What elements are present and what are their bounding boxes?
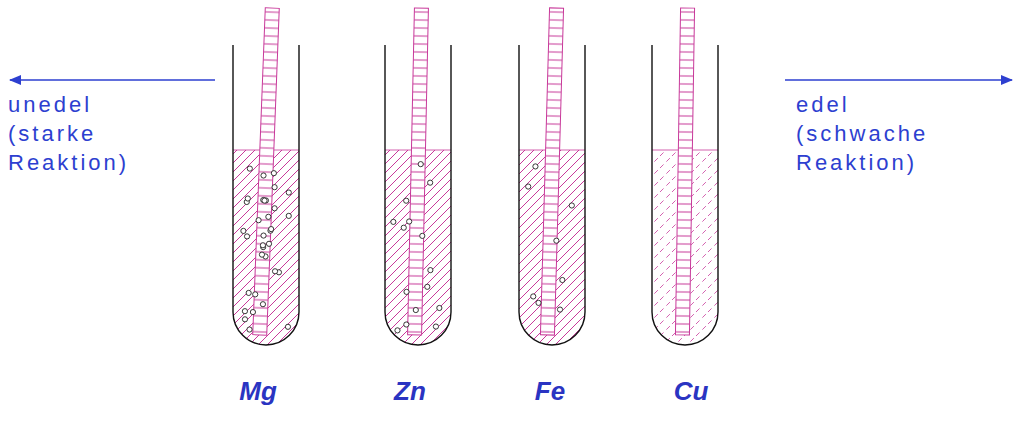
- gas-bubble: [246, 290, 251, 295]
- gas-bubble: [260, 302, 265, 307]
- gas-bubble: [404, 289, 409, 294]
- gas-bubble: [428, 180, 433, 185]
- metal-label: Zn: [370, 376, 450, 407]
- gas-bubble: [428, 268, 433, 273]
- gas-bubble: [286, 213, 291, 218]
- arrow-right: [785, 79, 1012, 81]
- gas-bubble: [401, 225, 406, 230]
- gas-bubble: [242, 309, 247, 314]
- tube-glass: [385, 45, 451, 345]
- gas-bubble: [272, 206, 277, 211]
- metal-strip: [675, 8, 694, 335]
- gas-bubble: [425, 284, 430, 289]
- gas-bubble: [286, 190, 291, 195]
- gas-bubble: [554, 238, 559, 243]
- tube-glass: [652, 45, 718, 345]
- gas-bubble: [261, 233, 266, 238]
- gas-bubble: [526, 184, 531, 189]
- metal-label: Fe: [510, 376, 590, 407]
- gas-bubble: [560, 277, 565, 282]
- metal-strip: [540, 8, 563, 335]
- gas-bubble: [569, 203, 574, 208]
- gas-bubble: [247, 327, 252, 332]
- tube-glass: [519, 45, 585, 345]
- gas-bubble: [261, 173, 266, 178]
- gas-bubble: [242, 317, 247, 322]
- test-tube: [233, 8, 299, 347]
- metal-label: Cu: [651, 376, 731, 407]
- gas-bubble: [266, 214, 271, 219]
- gas-bubble: [395, 328, 400, 333]
- gas-bubble: [260, 243, 265, 248]
- gas-bubble: [259, 252, 264, 257]
- test-tube: [519, 8, 585, 347]
- gas-bubble: [250, 309, 255, 314]
- gas-bubble: [404, 198, 409, 203]
- gas-bubble: [285, 324, 290, 329]
- gas-bubble: [437, 305, 442, 310]
- gas-bubble: [269, 226, 274, 231]
- arrow-left: [10, 79, 215, 81]
- test-tube: [385, 8, 451, 347]
- gas-bubble: [391, 219, 396, 224]
- gas-bubble: [241, 228, 246, 233]
- test-tube: [652, 8, 718, 347]
- gas-bubble: [262, 198, 267, 203]
- side-label: edel (schwache Reaktion): [796, 90, 971, 177]
- gas-bubble: [244, 234, 249, 239]
- side-label: unedel (starke Reaktion): [8, 90, 178, 177]
- gas-bubble: [272, 269, 277, 274]
- gas-bubble: [256, 218, 261, 223]
- gas-bubble: [271, 171, 276, 176]
- tube-glass: [233, 45, 299, 345]
- gas-bubble: [557, 307, 562, 312]
- gas-bubble: [266, 241, 271, 246]
- gas-bubble: [536, 300, 541, 305]
- gas-bubble: [420, 233, 425, 238]
- gas-bubble: [413, 307, 418, 312]
- gas-bubble: [247, 166, 252, 171]
- gas-bubble: [418, 162, 423, 167]
- gas-bubble: [245, 196, 250, 201]
- gas-bubble: [272, 185, 277, 190]
- gas-bubble: [253, 292, 258, 297]
- metal-label: Mg: [218, 376, 298, 407]
- metal-strip: [253, 8, 280, 335]
- gas-bubble: [433, 324, 438, 329]
- gas-bubble: [404, 322, 409, 327]
- gas-bubble: [533, 164, 538, 169]
- gas-bubble: [407, 219, 412, 224]
- gas-bubble: [531, 294, 536, 299]
